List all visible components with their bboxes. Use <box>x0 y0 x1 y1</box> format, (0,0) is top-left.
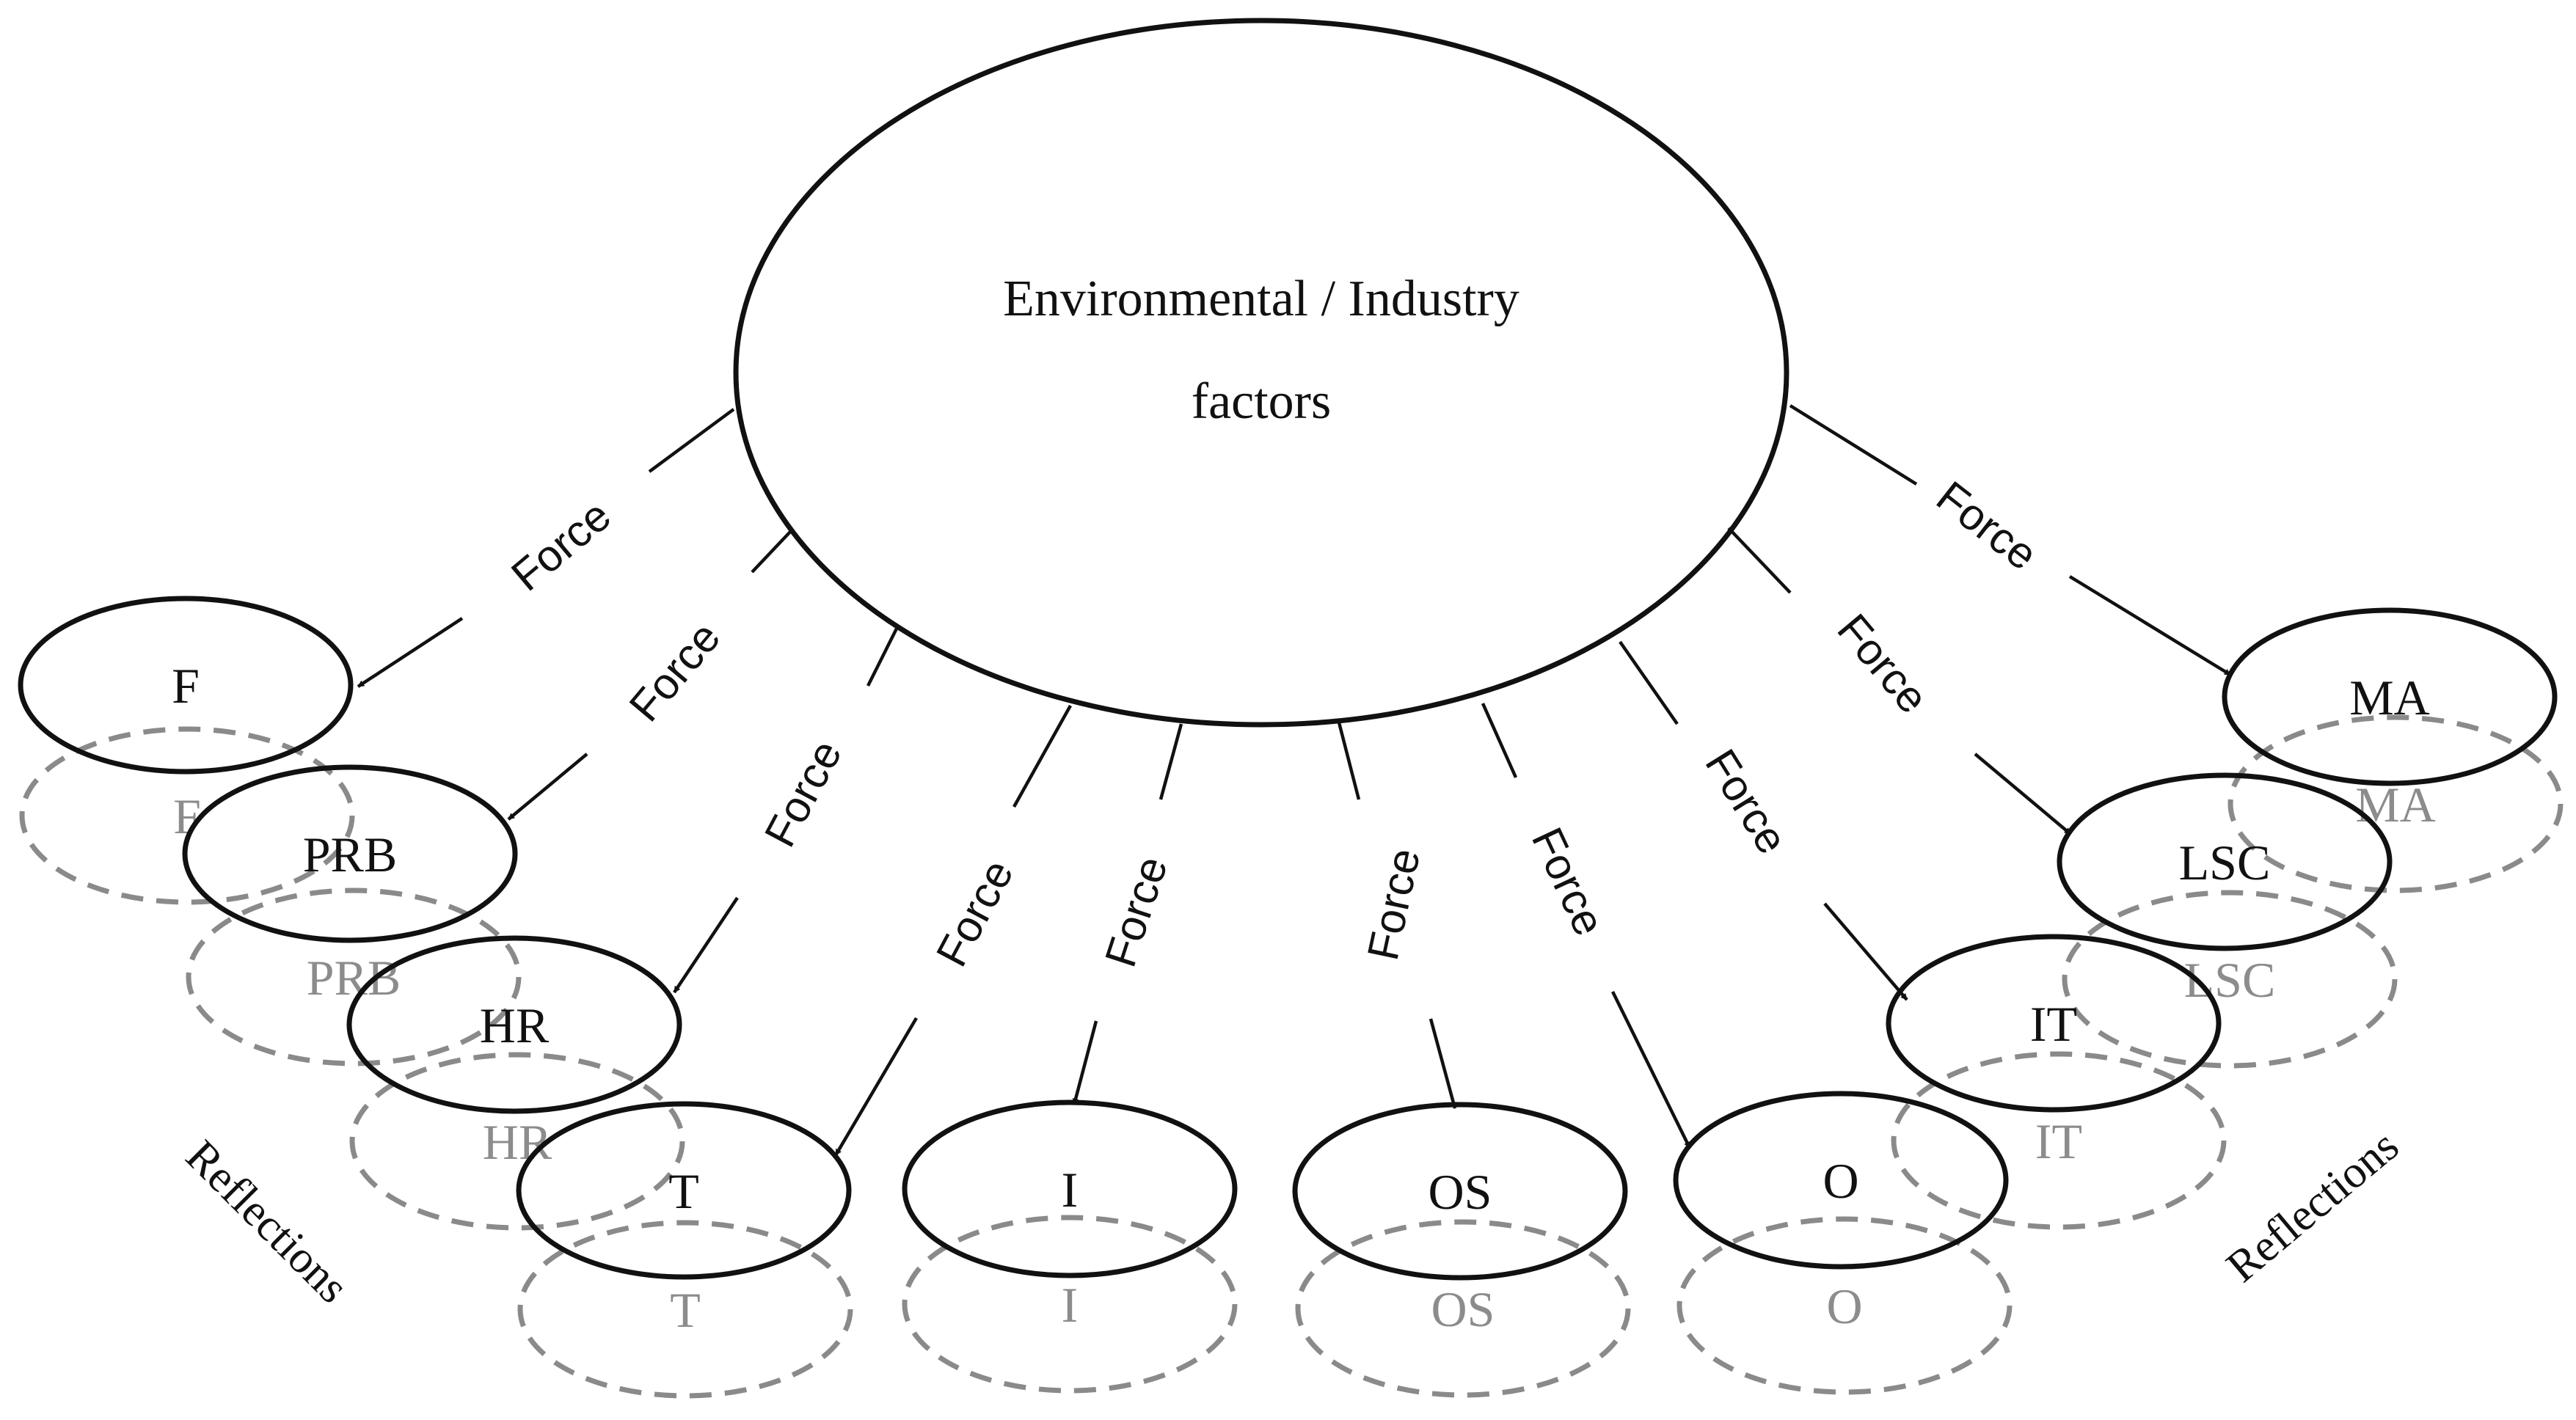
force-label-hr: Force <box>755 732 851 854</box>
reflection-ellipse-prb <box>186 888 522 1066</box>
node-ellipse-ma <box>2222 607 2558 786</box>
node-label-ma: MA <box>2349 670 2430 725</box>
reflections-label-left: Reflections <box>176 1131 358 1313</box>
force-arrow-prb <box>507 753 588 821</box>
reflection-ellipse-f <box>19 726 355 905</box>
force-label-o: Force <box>1522 820 1615 943</box>
node-ellipse-os <box>1292 1102 1628 1281</box>
central-ellipse <box>733 18 1789 728</box>
node-ellipse-lsc <box>2057 772 2393 951</box>
node-label-prb: PRB <box>303 827 398 882</box>
reflection-label-hr: HR <box>483 1114 552 1170</box>
node-label-lsc: LSC <box>2179 835 2271 890</box>
node-label-i: I <box>1062 1162 1079 1218</box>
node-ellipse-i <box>902 1099 1238 1278</box>
node-ellipse-hr <box>346 935 682 1114</box>
reflection-label-os: OS <box>1431 1281 1495 1337</box>
force-line-os-upper <box>1337 722 1361 800</box>
force-arrow-f <box>357 617 464 688</box>
node-ellipse-o <box>1673 1091 2009 1270</box>
force-arrow-hr <box>673 896 739 994</box>
force-label-t: Force <box>927 852 1023 974</box>
node-ellipse-t <box>516 1101 852 1280</box>
reflection-ellipse-os <box>1295 1219 1631 1398</box>
force-label-it: Force <box>1696 741 1797 863</box>
force-line-o-upper <box>1481 703 1518 778</box>
node-label-t: T <box>668 1163 699 1219</box>
central-node: Environmental / Industry factors <box>733 18 1789 728</box>
central-title-line1: Environmental / Industry <box>1003 271 1519 327</box>
factor-nodes: F PRB HR T I OS O IT LSC MA <box>18 596 2558 1281</box>
force-arrow-it <box>1823 902 1908 1001</box>
node-label-f: F <box>172 658 200 714</box>
reflection-label-t: T <box>670 1282 701 1338</box>
reflection-label-ma: MA <box>2355 777 2436 832</box>
reflection-ellipse-it <box>1891 1051 2227 1230</box>
reflection-label-prb: PRB <box>307 950 401 1006</box>
force-arrow-t <box>834 1017 918 1157</box>
node-label-it: IT <box>2030 996 2077 1052</box>
force-line-it-upper <box>1619 640 1679 725</box>
node-ellipse-f <box>18 596 354 775</box>
force-arrow-o <box>1610 991 1692 1149</box>
force-line-t-upper <box>1012 704 1072 808</box>
node-ellipse-prb <box>182 764 518 943</box>
force-arrow-lsc <box>1974 753 2072 835</box>
force-label-ma: Force <box>1927 472 2046 579</box>
force-line-hr-upper <box>866 626 900 687</box>
force-arrow-os <box>1429 1018 1457 1109</box>
node-label-o: O <box>1822 1153 1858 1209</box>
reflection-ellipse-ma <box>2227 714 2564 893</box>
reflection-ellipse-i <box>902 1215 1238 1394</box>
reflections-label-right: Reflections <box>2217 1121 2408 1292</box>
node-label-hr: HR <box>480 998 550 1053</box>
reflection-label-o: O <box>1826 1278 1862 1334</box>
force-line-prb-upper <box>751 530 792 574</box>
force-label-os: Force <box>1358 844 1429 965</box>
reflection-ellipse-o <box>1676 1216 2013 1395</box>
force-label-lsc: Force <box>1828 604 1938 722</box>
force-arrow-i <box>1072 1020 1098 1105</box>
reflection-ellipse-hr <box>349 1052 685 1231</box>
node-ellipse-it <box>1886 934 2222 1113</box>
reflection-label-i: I <box>1062 1277 1079 1333</box>
force-line-ma-upper <box>1789 404 1918 486</box>
reflection-label-it: IT <box>2035 1113 2082 1169</box>
force-line-i-upper <box>1159 723 1183 800</box>
force-line-f-upper <box>648 408 735 473</box>
force-arrow-ma <box>2068 575 2232 676</box>
force-label-i: Force <box>1095 851 1177 973</box>
reflection-ellipse-t <box>517 1220 853 1399</box>
force-label-prb: Force <box>620 612 730 731</box>
reflection-ellipse-lsc <box>2062 890 2398 1069</box>
force-line-lsc-upper <box>1727 527 1792 594</box>
central-title-line2: factors <box>1192 373 1331 430</box>
node-label-os: OS <box>1429 1164 1492 1220</box>
force-label-f: Force <box>502 491 620 601</box>
